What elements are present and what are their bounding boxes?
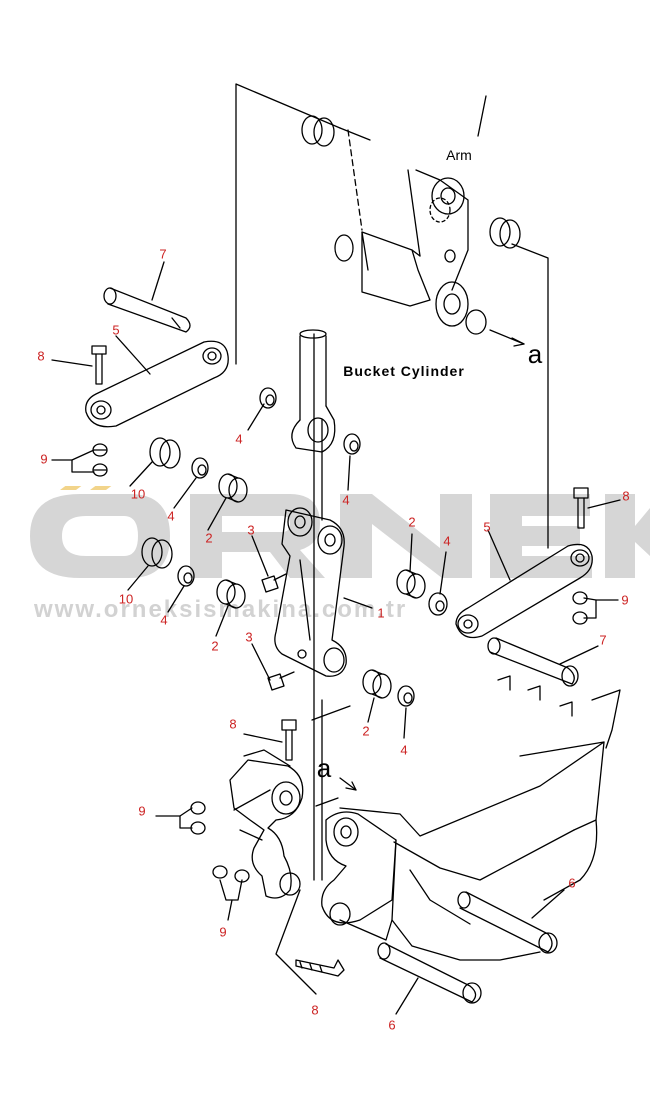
callout-9: 9 [40,451,48,467]
callout-7: 7 [599,632,607,648]
callout-7: 7 [159,246,167,262]
callout-8: 8 [37,348,45,364]
callout-6: 6 [388,1017,396,1033]
callout-10: 10 [118,591,134,607]
callout-2: 2 [211,638,219,654]
callout-8: 8 [229,716,237,732]
callout-2: 2 [408,514,416,530]
callout-2: 2 [205,530,213,546]
callout-10: 10 [130,486,146,502]
callout-4: 4 [443,533,451,549]
callout-5: 5 [483,519,491,535]
callout-8: 8 [622,488,630,504]
callout-5: 5 [112,322,120,338]
callout-9: 9 [621,592,629,608]
view-marker-a-bottom: a [316,753,332,783]
callout-4: 4 [235,431,243,447]
view-marker-a-top: a [527,339,543,369]
arm-label: Arm [446,147,472,163]
callout-4: 4 [160,612,168,628]
callout-6: 6 [568,875,576,891]
callout-3: 3 [247,522,255,538]
callout-4: 4 [167,508,175,524]
callout-3: 3 [245,629,253,645]
bucket-cylinder-label: Bucket Cylinder [343,363,465,379]
callout-2: 2 [362,723,370,739]
watermark-logo [30,486,650,578]
callout-4: 4 [342,492,350,508]
callout-8: 8 [311,1002,319,1018]
callout-4: 4 [400,742,408,758]
callout-9: 9 [219,924,227,940]
callout-1: 1 [377,605,385,621]
callout-9: 9 [138,803,146,819]
